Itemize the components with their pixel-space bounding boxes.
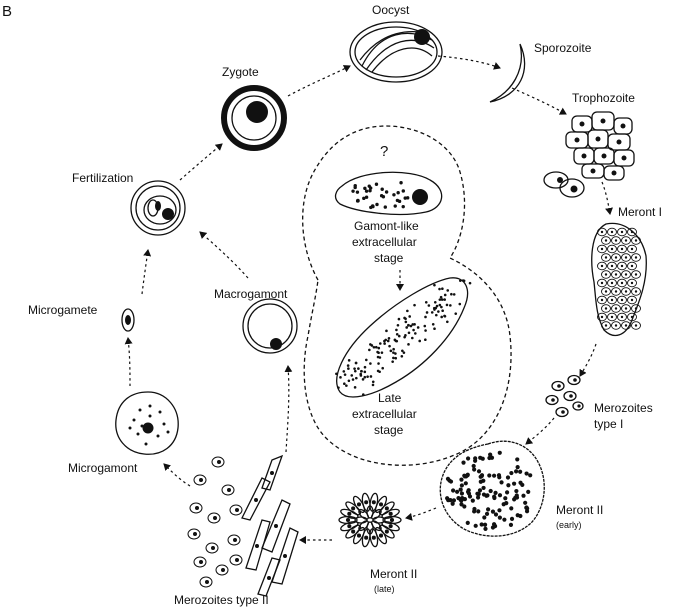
arrow-meront1-to-merozoites1 — [579, 343, 597, 377]
microgamont-icon — [115, 391, 179, 455]
oocyst-label: Oocyst — [372, 3, 410, 17]
macrogamont-label: Macrogamont — [214, 287, 288, 301]
arrow-merozoites2-to-microgamont — [163, 463, 191, 487]
arrow-fertilization-to-zygote — [179, 143, 223, 181]
arrow-microgamete-to-fertilization — [141, 249, 152, 295]
merozoites2-label: Merozoites type II — [174, 593, 269, 607]
trophozoite-icon — [543, 111, 635, 198]
arrow-macrogamont-to-fertilization — [199, 231, 249, 279]
meront2-late-sublabel: (late) — [374, 584, 395, 594]
panel-letter: B — [2, 3, 12, 20]
meront1-icon — [591, 222, 647, 337]
oocyst-icon — [349, 21, 443, 83]
merozoites1-label-line1: Merozoites — [594, 401, 653, 415]
late-label-line2: extracellular — [352, 407, 417, 421]
fertilization-label: Fertilization — [72, 171, 133, 185]
macrogamont-icon — [242, 298, 298, 354]
microgamont-label: Microgamont — [68, 461, 138, 475]
extracellular-region: ? Gamont-like extracellular stage Late e… — [302, 125, 512, 466]
meront2-early-label: Meront II — [556, 503, 603, 517]
meront2-late-icon — [338, 492, 402, 548]
meront2-late-label: Meront II — [370, 567, 417, 581]
gamont-like-icon — [334, 171, 443, 216]
zygote-label: Zygote — [222, 65, 259, 79]
gamont-label-line3: stage — [374, 251, 404, 265]
gamont-label-line1: Gamont-like — [354, 219, 419, 233]
arrow-merozoites2-to-macrogamont — [284, 365, 293, 453]
late-label-line3: stage — [374, 423, 404, 437]
sporozoite-icon — [489, 43, 526, 103]
merozoites2-icon — [187, 454, 299, 597]
lifecycle-arrows — [124, 55, 613, 544]
trophozoite-label: Trophozoite — [572, 91, 635, 105]
merozoites1-label-line2: type I — [594, 417, 623, 431]
meront1-label: Meront I — [618, 205, 662, 219]
fertilization-icon — [130, 180, 186, 236]
late-label-line1: Late — [378, 391, 402, 405]
meront2-early-icon — [439, 440, 545, 537]
arrow-zygote-to-oocyst — [287, 65, 351, 97]
arrow-trophozoite-to-meront1 — [601, 181, 613, 215]
arrow-oocyst-to-sporozoite — [437, 55, 501, 70]
merozoites1-icon — [545, 374, 584, 418]
arrow-merozoites1-to-meront2 — [525, 417, 555, 445]
sporozoite-label: Sporozoite — [534, 41, 592, 55]
arrow-meront2early-to-late — [405, 507, 437, 521]
gamont-label-line2: extracellular — [352, 235, 417, 249]
microgamete-icon — [121, 308, 135, 332]
arrow-sporozoite-to-trophozoite — [511, 87, 567, 115]
microgamete-label: Microgamete — [28, 303, 98, 317]
arrow-microgamont-to-microgamete — [124, 337, 133, 387]
late-extracellular-icon — [335, 277, 472, 398]
zygote-icon — [221, 85, 287, 151]
meront2-early-sublabel: (early) — [556, 520, 582, 530]
extracellular-question: ? — [380, 143, 388, 160]
